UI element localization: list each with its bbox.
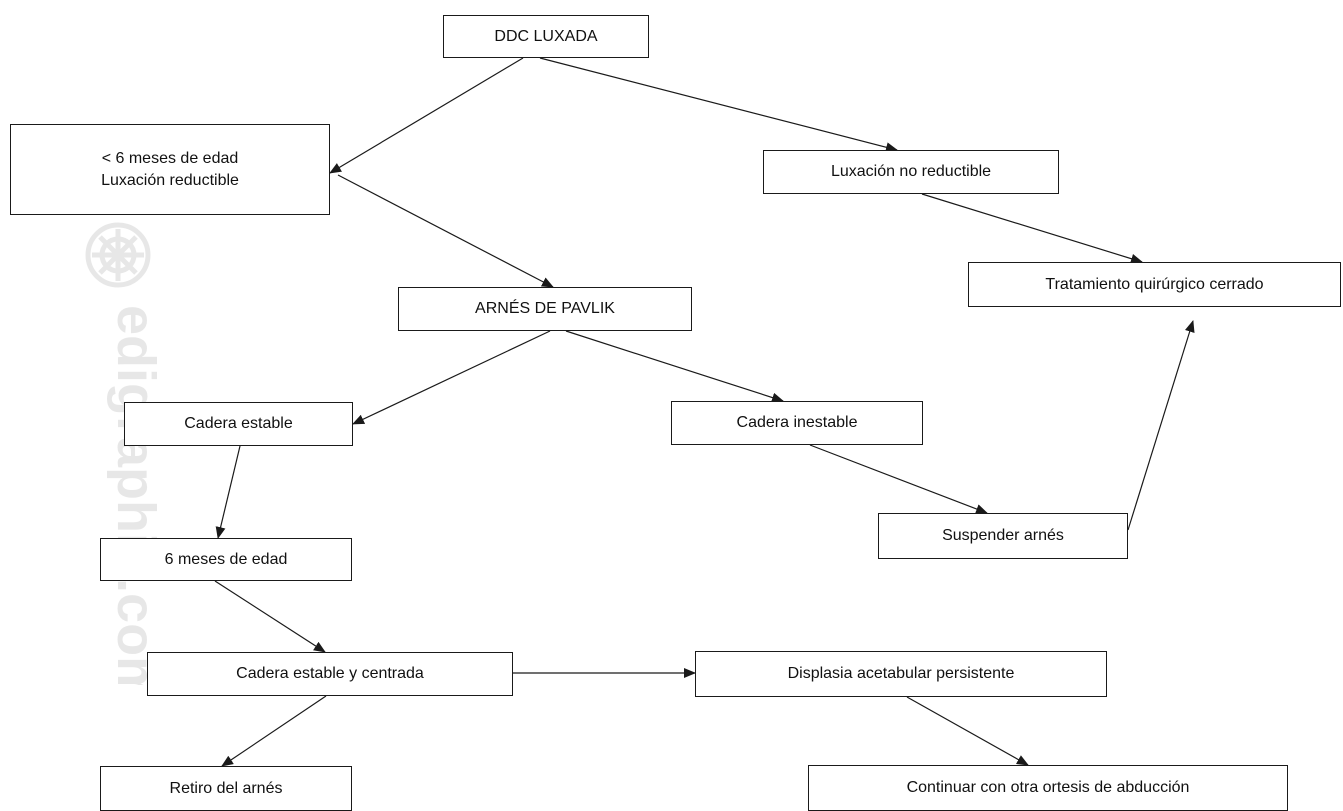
arrow-n7-to-n8 [809,444,988,514]
arrow-n3-to-n4 [921,193,1143,264]
node-ddc-luxada: DDC LUXADA [443,15,649,58]
node-label-line: Cadera estable y centrada [236,665,424,682]
arrow-n1-to-n3 [539,57,898,153]
node-label-line: Tratamiento quirúrgico cerrado [1045,275,1264,293]
node-label-line: Retiro del arnés [169,779,283,797]
node-label-line: Suspender arnés [942,527,1064,544]
arrow-n5-to-n7 [565,330,784,403]
node-luxacion-no-reductible: Luxación no reductible [763,150,1059,194]
node-cadera-inestable: Cadera inestable [671,401,923,445]
node-displasia-persistente: Displasia acetabular persistente [695,651,1107,697]
node-retiro-del-arnes: Retiro del arnés [100,766,352,811]
arrow-n5-to-n6 [352,330,551,425]
node-label-line: DDC LUXADA [494,27,598,45]
node-label-line: Cadera estable [184,415,293,432]
node-label-line: Displasia acetabular persistente [787,665,1015,682]
node-label-line: Luxación reductible [101,171,239,189]
node-cadera-estable: Cadera estable [124,402,353,446]
node-continuar-otra-ortesis: Continuar con otra ortesis de abducción [808,765,1288,811]
node-6-meses-de-edad: 6 meses de edad [100,538,352,581]
node-label-line: Continuar con otra ortesis de abducción [906,779,1190,796]
node-arnes-de-pavlik: ARNÉS DE PAVLIK [398,287,692,331]
arrow-n8-to-n4 [1127,320,1195,531]
node-cadera-estable-centrada: Cadera estable y centrada [147,652,513,696]
arrow-n2-to-n5 [337,174,554,288]
node-label-line: < 6 meses de edad [101,149,239,167]
arrow-n1-to-n2 [329,57,524,174]
arrow-n10-to-n12 [221,695,327,767]
arrow-n11-to-n13 [906,696,1029,766]
node-label-line: Cadera inestable [736,414,858,431]
node-label-line: ARNÉS DE PAVLIK [475,300,615,317]
node-suspender-arnes: Suspender arnés [878,513,1128,559]
arrow-n9-to-n10 [214,580,326,653]
node-tratamiento-quirurgico: Tratamiento quirúrgico cerrado [968,262,1341,307]
node-label-line: 6 meses de edad [164,550,288,568]
arrow-n6-to-n9 [215,445,241,539]
node-label-line: Luxación no reductible [830,163,992,180]
